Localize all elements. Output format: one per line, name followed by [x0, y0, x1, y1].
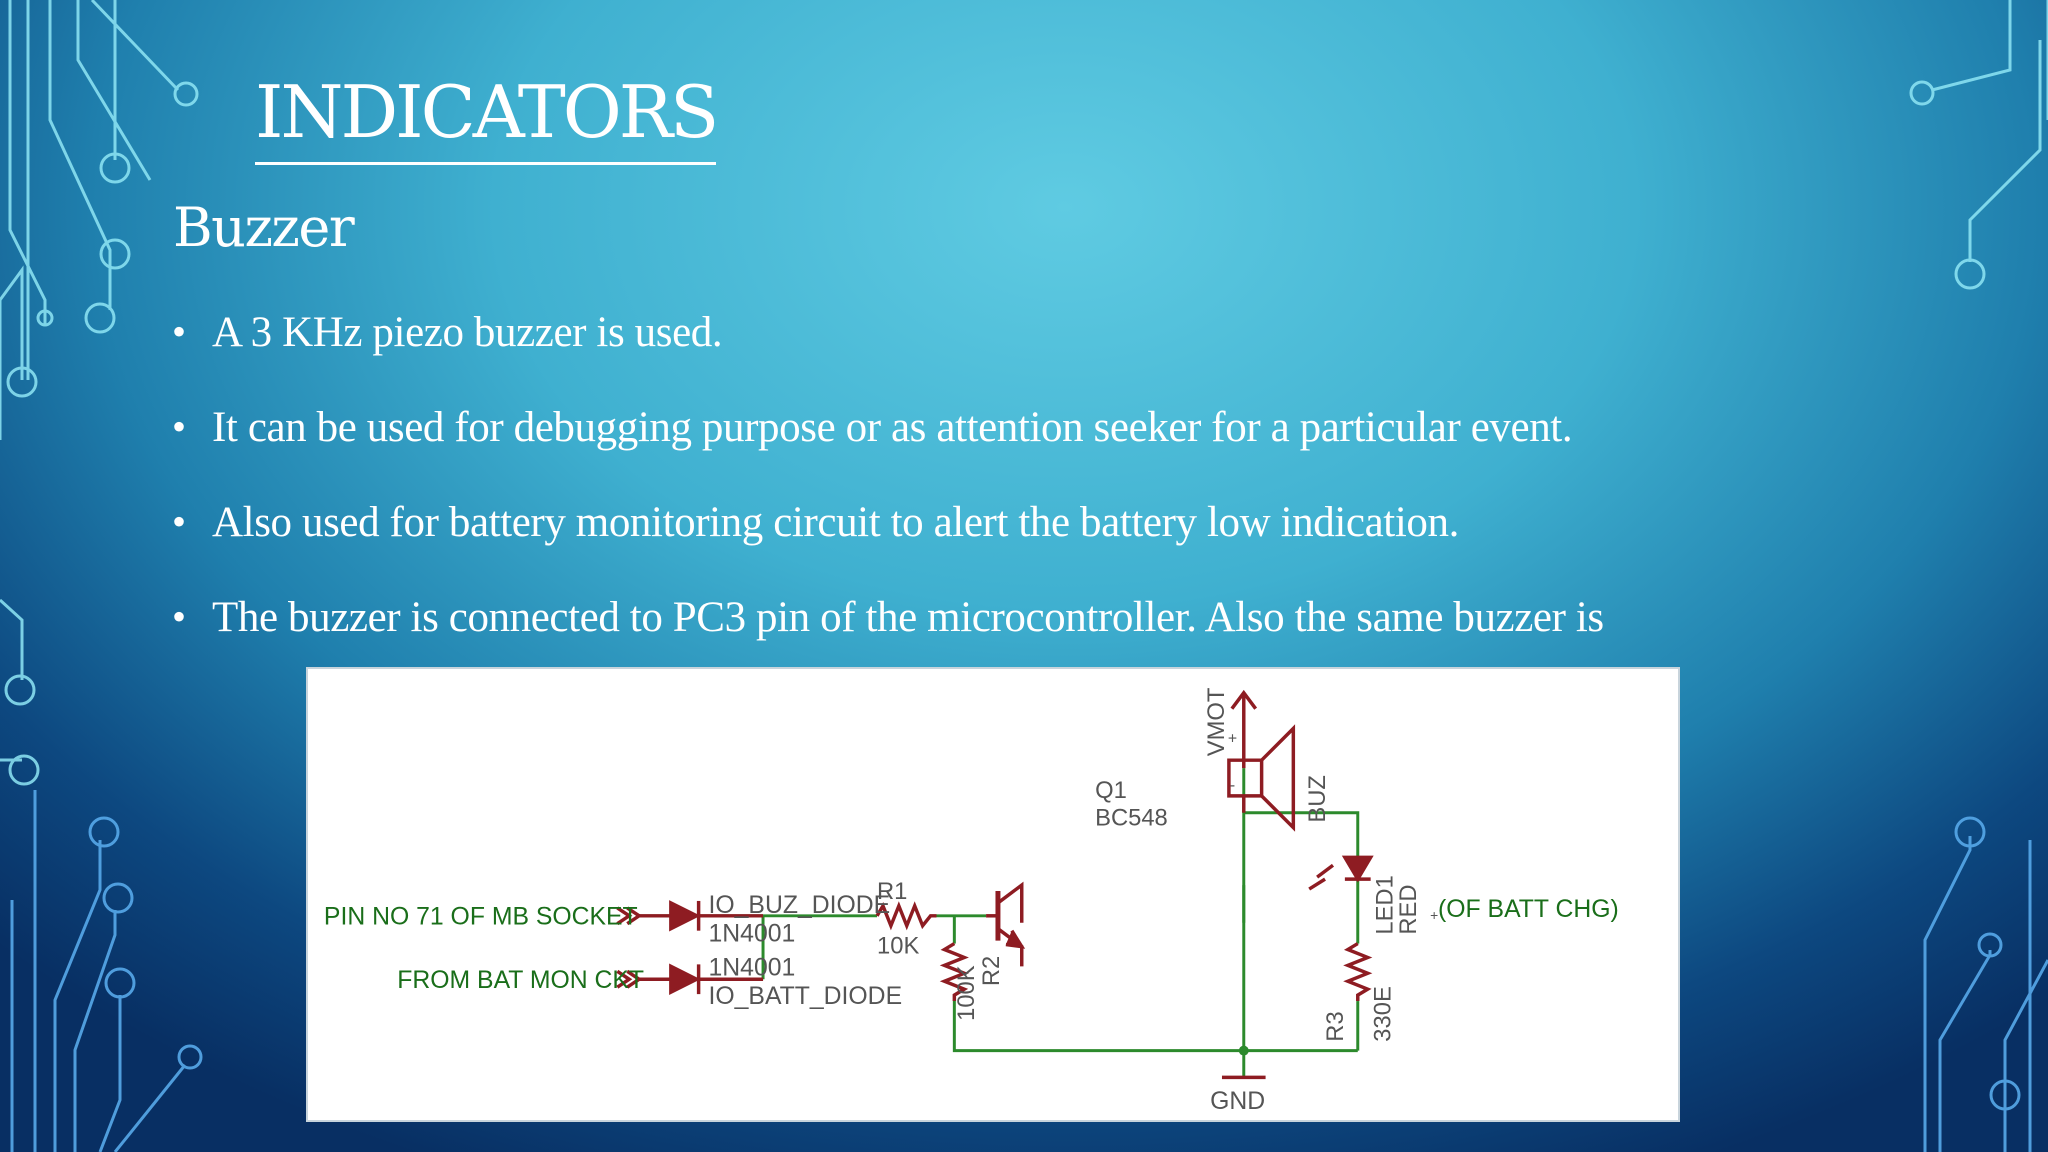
bullet-dot: • [172, 594, 186, 639]
bullet-text: Also used for battery monitoring circuit… [212, 499, 1459, 546]
r1-value: 10K [877, 932, 919, 959]
bullet-list: • A 3 KHz piezo buzzer is used. • It can b… [172, 308, 2032, 688]
q1-part: BC548 [1095, 805, 1168, 832]
buzzer-minus: - [1230, 777, 1235, 794]
diode-1-name: IO_BUZ_DIODE [709, 892, 891, 919]
diode-2-name: IO_BATT_DIODE [709, 983, 903, 1010]
diode-2-part: 1N4001 [709, 954, 796, 981]
led-color: RED [1395, 884, 1422, 934]
bullet-text: The buzzer is connected to PC3 pin of th… [212, 594, 1604, 641]
bullet-dot: • [172, 404, 186, 449]
led-plus: + [1430, 907, 1438, 923]
buzzer-label: BUZ [1304, 775, 1331, 823]
buzzer-plus: + [1228, 730, 1237, 747]
q1-name: Q1 [1095, 777, 1127, 804]
bullet-text: A 3 KHz piezo buzzer is used. [212, 309, 723, 356]
bullet-item: • A 3 KHz piezo buzzer is used. [172, 308, 2032, 403]
bullet-item: • Also used for battery monitoring circui… [172, 498, 2032, 593]
bullet-dot: • [172, 499, 186, 544]
slide-subtitle: Buzzer [173, 196, 355, 259]
r2-name: R2 [978, 956, 1005, 986]
buzzer-schematic: PIN NO 71 OF MB SOCKET FROM BAT MON CKT … [306, 667, 1680, 1122]
gnd-label: GND [1210, 1088, 1265, 1115]
schematic-diagram: PIN NO 71 OF MB SOCKET FROM BAT MON CKT … [324, 688, 1619, 1116]
bullet-dot: • [172, 309, 186, 354]
led-name: LED1 [1371, 875, 1398, 934]
r3-value: 330E [1369, 986, 1396, 1042]
vmot-label: VMOT [1203, 688, 1230, 757]
input-2-label: FROM BAT MON CKT [397, 967, 644, 994]
led-note: (OF BATT CHG) [1438, 896, 1619, 923]
bullet-item: • It can be used for debugging purpose or… [172, 403, 2032, 498]
input-1-label: PIN NO 71 OF MB SOCKET [324, 904, 638, 931]
slide-title: INDICATORS [255, 70, 719, 165]
diode-1-part: 1N4001 [709, 921, 796, 948]
r3-name: R3 [1322, 1011, 1349, 1041]
bullet-text: It can be used for debugging purpose or … [212, 404, 1573, 451]
r2-value: 100K [953, 965, 980, 1021]
bullet-item: • The buzzer is connected to PC3 pin of t… [172, 593, 2032, 688]
r1-name: R1 [877, 878, 907, 905]
